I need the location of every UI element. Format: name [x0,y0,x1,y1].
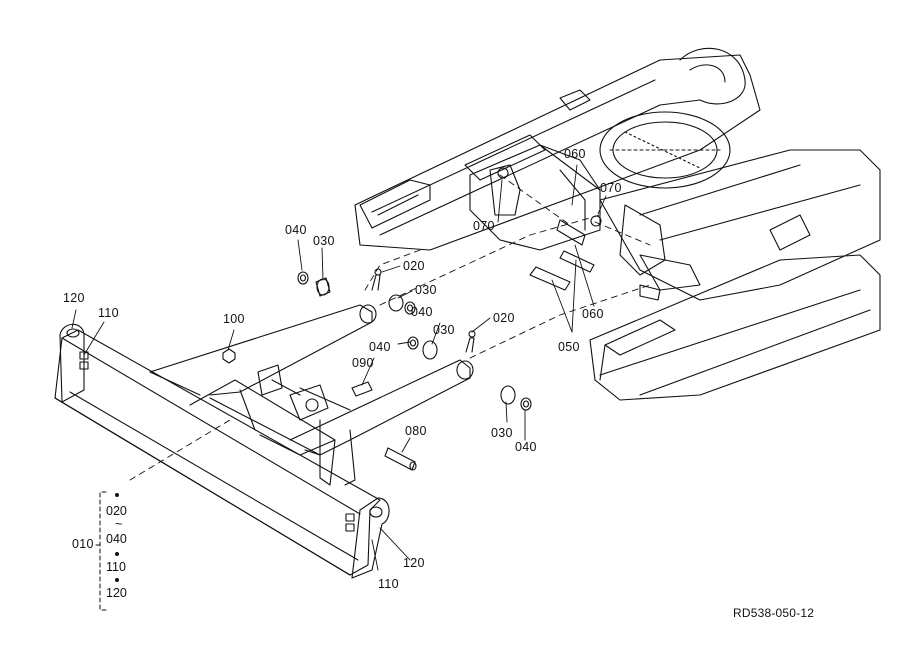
callout-040: 040 [411,305,433,319]
kit-range-tilde: ~ [115,517,123,531]
machine-frame [354,47,881,401]
callout-120: 120 [63,291,85,305]
callout-060: 060 [582,307,604,321]
leader-lines [71,164,607,571]
callout-050: 050 [558,340,580,354]
assembly-kit-list: 020 ~ 040 110 120 [98,492,138,612]
callout-030: 030 [313,234,335,248]
callout-040: 040 [515,440,537,454]
callout-080: 080 [405,424,427,438]
callout-030: 030 [491,426,513,440]
callout-030: 030 [433,323,455,337]
callout-120: 120 [403,556,425,570]
callout-090: 090 [352,356,374,370]
kit-item: 110 [106,560,126,574]
assembly-bracket [95,491,107,611]
diagram-reference-code: RD538-050-12 [733,606,815,620]
callout-040: 040 [285,223,307,237]
callout-060: 060 [564,147,586,161]
kit-item: 020 [106,504,127,518]
callout-100: 100 [223,312,245,326]
callout-040: 040 [369,340,391,354]
hinge-axis-lines [129,174,651,481]
callout-070: 070 [600,181,622,195]
callout-030: 030 [415,283,437,297]
kit-item: 040 [106,532,127,546]
assembly-label: 010 [72,537,94,551]
callout-020: 020 [403,259,425,273]
kit-bullet [115,493,119,497]
callout-110: 110 [378,577,399,591]
callout-070: 070 [473,219,495,233]
kit-item: 120 [106,586,127,600]
callout-110: 110 [98,306,119,320]
blade-arms [149,304,474,486]
dozer-blade [54,323,390,579]
kit-bullet [115,552,119,556]
kit-bullet [115,578,119,582]
callout-020: 020 [493,311,515,325]
